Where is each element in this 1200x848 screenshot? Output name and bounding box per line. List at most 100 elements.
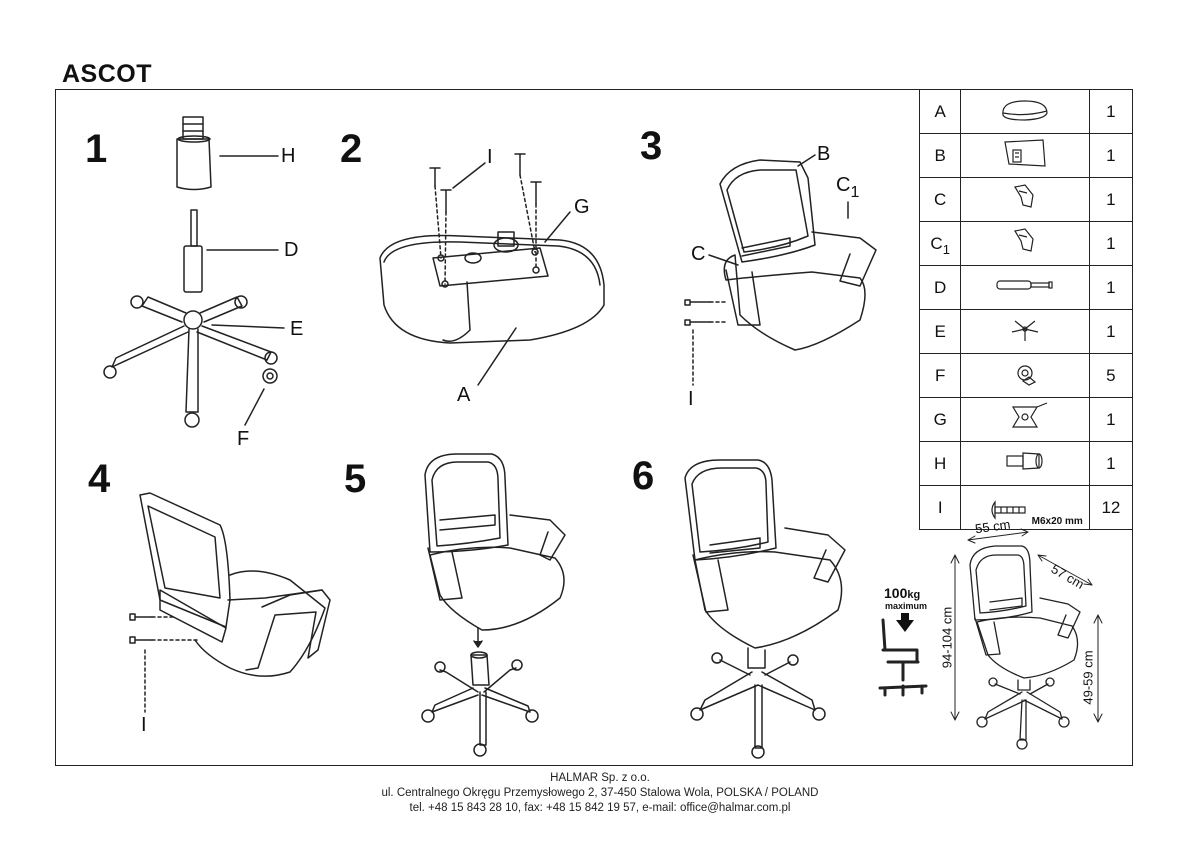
label-step2-a: A xyxy=(457,384,471,406)
dimension-height: 94-104 cm xyxy=(939,606,955,669)
part-image xyxy=(960,89,1090,134)
screw-icon xyxy=(991,500,1026,520)
part-letter-text: H xyxy=(934,453,947,473)
part-letter-text: F xyxy=(934,365,946,385)
part-quantity: 1 xyxy=(1088,177,1134,222)
label-step3-b: B xyxy=(817,143,831,165)
label-step3-c1: C1 xyxy=(836,174,859,201)
part-letter: A xyxy=(918,89,962,134)
part-letter-text: C xyxy=(934,189,947,209)
gas-cover-icon xyxy=(1006,452,1043,470)
part-image xyxy=(960,265,1090,310)
part-letter-text: D xyxy=(934,277,947,297)
label-step1-e: E xyxy=(290,318,304,340)
page-title: ASCOT xyxy=(62,60,152,88)
part-letter-text: A xyxy=(934,101,946,121)
step5-chair-drawing xyxy=(424,453,566,631)
part-image: M6x20 mm xyxy=(960,485,1090,530)
step-number-5: 5 xyxy=(344,457,367,501)
step4-chair-drawing xyxy=(139,492,331,677)
step-number-6: 6 xyxy=(632,454,655,498)
part-image xyxy=(960,309,1090,354)
step1-star-base-drawing xyxy=(103,295,278,428)
footer: HALMAR Sp. z o.o. ul. Centralnego Okręgu… xyxy=(0,771,1200,816)
label-step1-h: H xyxy=(281,145,296,167)
max-load-chair-icon xyxy=(878,618,928,697)
part-quantity: 5 xyxy=(1088,353,1134,398)
step3-screws-drawing xyxy=(684,299,726,386)
part-letter: D xyxy=(918,265,962,310)
part-quantity: 1 xyxy=(1088,89,1134,134)
gas-lift-icon xyxy=(996,280,1053,290)
part-image xyxy=(960,441,1090,486)
part-letter: C xyxy=(918,177,962,222)
part-letter: F xyxy=(918,353,962,398)
part-letter: I xyxy=(918,485,962,530)
footer-contact: tel. +48 15 843 28 10, fax: +48 15 842 1… xyxy=(409,802,791,814)
armrest-icon xyxy=(1014,184,1034,208)
part-image xyxy=(960,133,1090,178)
step1-gas-lift-drawing xyxy=(183,209,203,293)
dimension-lines xyxy=(950,528,1103,723)
mechanism-icon xyxy=(1012,402,1048,428)
label-step2-i: I xyxy=(487,146,493,168)
load-arrow-icon xyxy=(896,613,914,632)
label-step3-c1-letter: C xyxy=(836,174,851,196)
part-quantity: 1 xyxy=(1088,221,1134,266)
part-letter-text: I xyxy=(937,497,943,517)
footer-address: ul. Centralnego Okręgu Przemysłowego 2, … xyxy=(381,787,819,799)
step-number-4: 4 xyxy=(88,457,111,501)
max-load-label: maximum xyxy=(885,601,928,611)
dimension-seat-height: 49-59 cm xyxy=(1080,650,1096,705)
step2-screws-drawing xyxy=(429,153,542,285)
label-step3-c1-subscript: 1 xyxy=(850,184,860,201)
dimension-chair-drawing xyxy=(969,545,1081,750)
part-quantity: 1 xyxy=(1088,133,1134,178)
part-letter: C1 xyxy=(918,221,962,266)
step-number-3: 3 xyxy=(640,124,663,168)
backrest-icon xyxy=(1004,139,1046,167)
part-letter-text: C xyxy=(930,233,943,253)
max-load-unit: kg xyxy=(907,589,921,601)
max-load-value: 100kg xyxy=(884,585,920,601)
label-step1-f: F xyxy=(237,428,250,450)
part-letter: H xyxy=(918,441,962,486)
screw-spec-label: M6x20 mm xyxy=(1031,516,1083,527)
part-letter: G xyxy=(918,397,962,442)
max-load-number: 100 xyxy=(884,585,908,601)
part-quantity: 1 xyxy=(1088,397,1134,442)
star-base-icon xyxy=(1011,320,1039,341)
step1-caster-drawing xyxy=(262,368,278,384)
part-image xyxy=(960,353,1090,398)
label-step2-g: G xyxy=(574,196,590,218)
footer-company: HALMAR Sp. z o.o. xyxy=(550,772,650,784)
part-image xyxy=(960,397,1090,442)
part-row: I M6x20 mm 12 xyxy=(918,485,1134,530)
part-quantity: 1 xyxy=(1088,265,1134,310)
step5-base-drawing xyxy=(421,651,539,757)
part-letter-text: B xyxy=(934,145,946,165)
seat-cushion-icon xyxy=(1002,100,1048,121)
step6-chair-drawing xyxy=(684,459,846,759)
part-letter-text: G xyxy=(933,409,947,429)
step1-gas-cover-drawing xyxy=(176,116,212,191)
part-letter: B xyxy=(918,133,962,178)
step2-seat-drawing xyxy=(379,231,605,344)
part-letter-subscript: 1 xyxy=(942,241,950,257)
part-quantity: 12 xyxy=(1088,485,1134,530)
part-image xyxy=(960,221,1090,266)
part-letter-text: E xyxy=(934,321,946,341)
armrest-icon xyxy=(1014,228,1034,252)
part-quantity: 1 xyxy=(1088,309,1134,354)
label-step4-i: I xyxy=(141,714,147,736)
step-number-2: 2 xyxy=(340,127,363,171)
